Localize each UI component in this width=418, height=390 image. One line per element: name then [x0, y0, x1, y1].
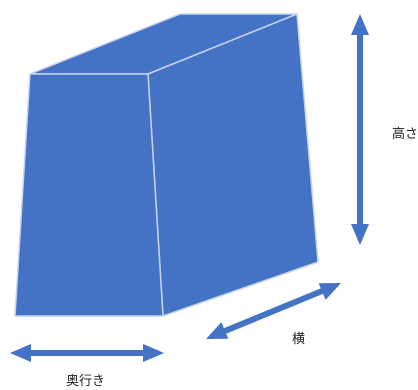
box-front-face	[14, 73, 164, 317]
depth-arrow	[10, 344, 164, 362]
height-arrow	[351, 14, 369, 245]
height-label: 高さ	[392, 127, 418, 142]
width-label: 横	[292, 332, 306, 347]
width-arrow	[206, 283, 341, 339]
box-shape	[14, 13, 319, 317]
depth-label: 奥行き	[66, 374, 106, 389]
